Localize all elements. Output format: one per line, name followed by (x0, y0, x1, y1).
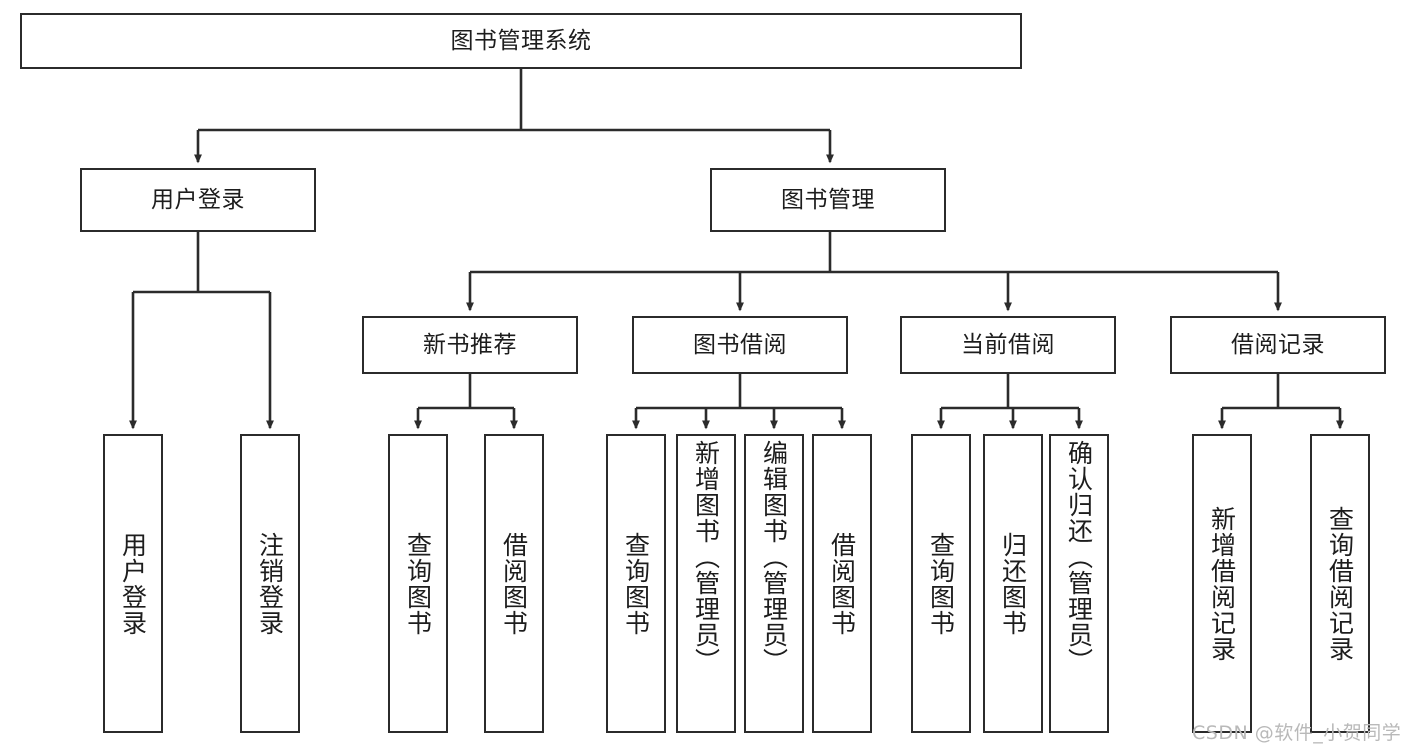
node-leaf-borrow-book-1-label: 借阅图书 (499, 531, 529, 636)
node-user-login[interactable]: 用户登录 (80, 168, 316, 232)
node-leaf-edit-book-label: 编辑图书（管理员） (759, 440, 789, 674)
node-current-borrow-label: 当前借阅 (961, 331, 1055, 358)
node-leaf-borrow-book-1[interactable]: 借阅图书 (484, 434, 544, 733)
node-leaf-query-book-1[interactable]: 查询图书 (388, 434, 448, 733)
node-root[interactable]: 图书管理系统 (20, 13, 1022, 69)
node-book-borrow[interactable]: 图书借阅 (632, 316, 848, 374)
node-book-manage[interactable]: 图书管理 (710, 168, 946, 232)
node-new-book-recommend-label: 新书推荐 (423, 331, 517, 358)
node-leaf-edit-book[interactable]: 编辑图书（管理员） (744, 434, 804, 733)
node-borrow-record-label: 借阅记录 (1231, 331, 1325, 358)
node-leaf-query-book-1-label: 查询图书 (403, 531, 433, 636)
node-leaf-query-book-3-label: 查询图书 (926, 531, 956, 636)
node-leaf-user-login-label: 用户登录 (118, 531, 148, 636)
node-leaf-logout[interactable]: 注销登录 (240, 434, 300, 733)
node-leaf-query-book-2-label: 查询图书 (621, 531, 651, 636)
node-leaf-query-book-3[interactable]: 查询图书 (911, 434, 971, 733)
node-leaf-query-record[interactable]: 查询借阅记录 (1310, 434, 1370, 733)
node-leaf-user-login[interactable]: 用户登录 (103, 434, 163, 733)
node-leaf-add-record[interactable]: 新增借阅记录 (1192, 434, 1252, 733)
node-leaf-confirm-return[interactable]: 确认归还（管理员） (1049, 434, 1109, 733)
csdn-watermark: CSDN @软件_小贺同学 (1192, 722, 1402, 744)
node-leaf-query-record-label: 查询借阅记录 (1325, 505, 1355, 662)
node-book-manage-label: 图书管理 (781, 186, 875, 213)
node-leaf-return-book-label: 归还图书 (998, 531, 1028, 636)
node-leaf-add-book[interactable]: 新增图书（管理员） (676, 434, 736, 733)
node-leaf-add-record-label: 新增借阅记录 (1207, 505, 1237, 662)
node-leaf-query-book-2[interactable]: 查询图书 (606, 434, 666, 733)
node-leaf-add-book-label: 新增图书（管理员） (691, 440, 721, 674)
node-leaf-borrow-book-2-label: 借阅图书 (827, 531, 857, 636)
node-new-book-recommend[interactable]: 新书推荐 (362, 316, 578, 374)
node-user-login-label: 用户登录 (151, 186, 245, 213)
node-leaf-borrow-book-2[interactable]: 借阅图书 (812, 434, 872, 733)
node-current-borrow[interactable]: 当前借阅 (900, 316, 1116, 374)
node-leaf-return-book[interactable]: 归还图书 (983, 434, 1043, 733)
node-leaf-logout-label: 注销登录 (255, 531, 285, 636)
node-borrow-record[interactable]: 借阅记录 (1170, 316, 1386, 374)
node-leaf-confirm-return-label: 确认归还（管理员） (1064, 440, 1094, 674)
node-book-borrow-label: 图书借阅 (693, 331, 787, 358)
node-root-label: 图书管理系统 (450, 27, 592, 54)
